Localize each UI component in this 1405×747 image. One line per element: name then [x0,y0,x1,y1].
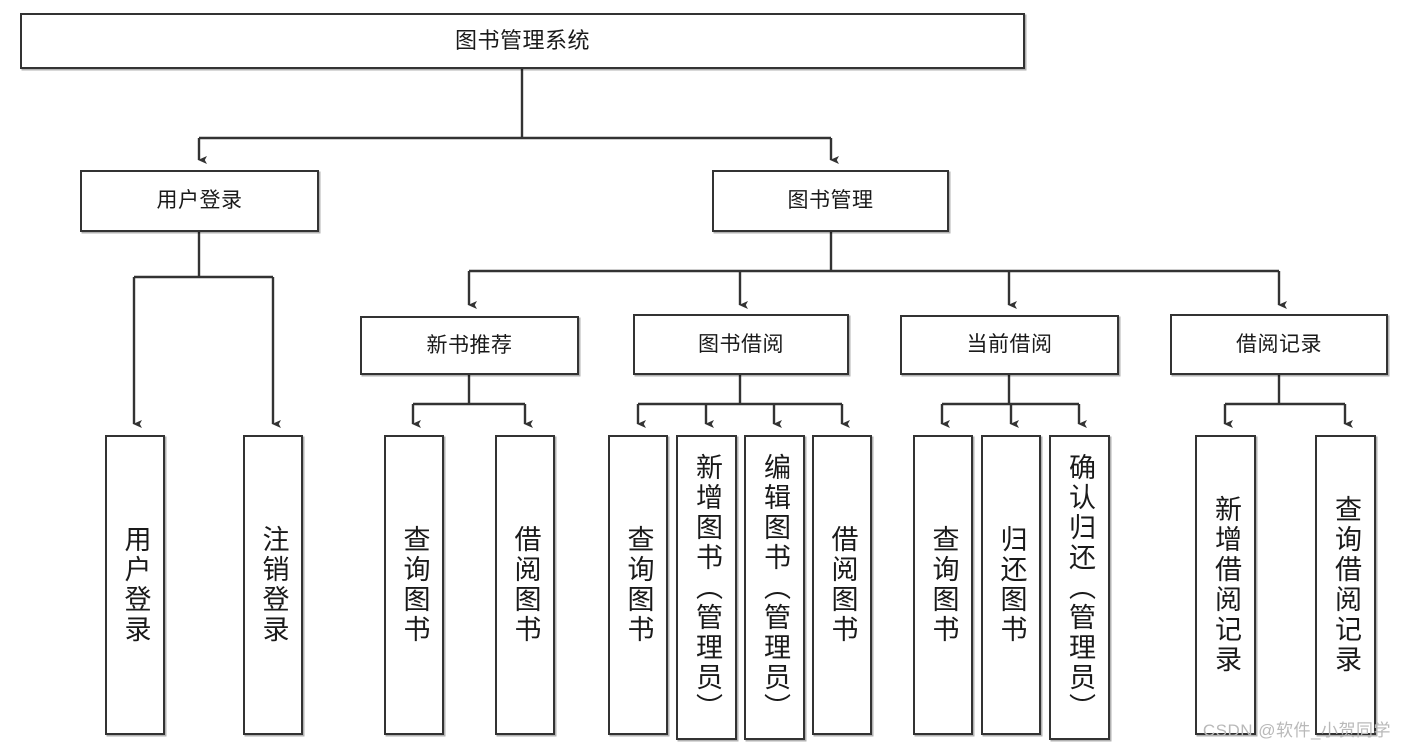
node-user-login-label: 用户登录 [156,189,243,213]
node-root-system[interactable]: 图书管理系统 [20,13,1025,69]
node-leaf-borrow-book-1-label: 借阅图书 [510,525,541,645]
node-leaf-borrow-book-1[interactable]: 借阅图书 [495,435,555,735]
node-leaf-logout-login-label: 注销登录 [258,525,289,645]
node-leaf-add-record[interactable]: 新增借阅记录 [1195,435,1256,735]
node-new-book-recommend[interactable]: 新书推荐 [360,316,579,375]
node-leaf-confirm-return-label: 确认归还（管理员） [1065,452,1095,723]
node-book-management[interactable]: 图书管理 [712,170,949,232]
node-leaf-borrow-book-2-label: 借阅图书 [827,525,858,645]
node-borrow-record-label: 借阅记录 [1236,332,1322,356]
node-current-borrow-label: 当前借阅 [966,333,1053,357]
node-leaf-edit-book[interactable]: 编辑图书（管理员） [744,435,805,740]
node-leaf-logout-login[interactable]: 注销登录 [243,435,303,735]
node-borrow-record[interactable]: 借阅记录 [1170,314,1388,375]
node-book-borrow-label: 图书借阅 [698,332,784,356]
node-leaf-query-book-3[interactable]: 查询图书 [913,435,973,735]
node-book-borrow[interactable]: 图书借阅 [633,314,849,375]
node-leaf-borrow-book-2[interactable]: 借阅图书 [812,435,872,735]
node-leaf-query-record-label: 查询借阅记录 [1331,495,1361,675]
node-current-borrow[interactable]: 当前借阅 [900,315,1119,375]
node-leaf-query-book-3-label: 查询图书 [928,525,959,645]
node-leaf-confirm-return[interactable]: 确认归还（管理员） [1049,435,1110,740]
node-leaf-return-book[interactable]: 归还图书 [981,435,1041,735]
node-leaf-query-record[interactable]: 查询借阅记录 [1315,435,1376,735]
node-leaf-query-book-2[interactable]: 查询图书 [608,435,668,735]
node-leaf-user-login[interactable]: 用户登录 [105,435,165,735]
node-leaf-add-book[interactable]: 新增图书（管理员） [676,435,737,740]
node-leaf-query-book-2-label: 查询图书 [623,525,654,645]
node-root-system-label: 图书管理系统 [454,27,590,53]
node-leaf-user-login-label: 用户登录 [120,525,151,645]
node-user-login[interactable]: 用户登录 [80,170,319,232]
node-leaf-add-record-label: 新增借阅记录 [1211,495,1241,675]
node-leaf-query-book-1-label: 查询图书 [399,525,430,645]
node-new-book-recommend-label: 新书推荐 [426,333,513,357]
node-book-management-label: 图书管理 [787,189,874,213]
node-leaf-return-book-label: 归还图书 [996,525,1027,645]
node-leaf-edit-book-label: 编辑图书（管理员） [760,452,790,723]
node-leaf-query-book-1[interactable]: 查询图书 [384,435,444,735]
node-leaf-add-book-label: 新增图书（管理员） [692,452,722,723]
